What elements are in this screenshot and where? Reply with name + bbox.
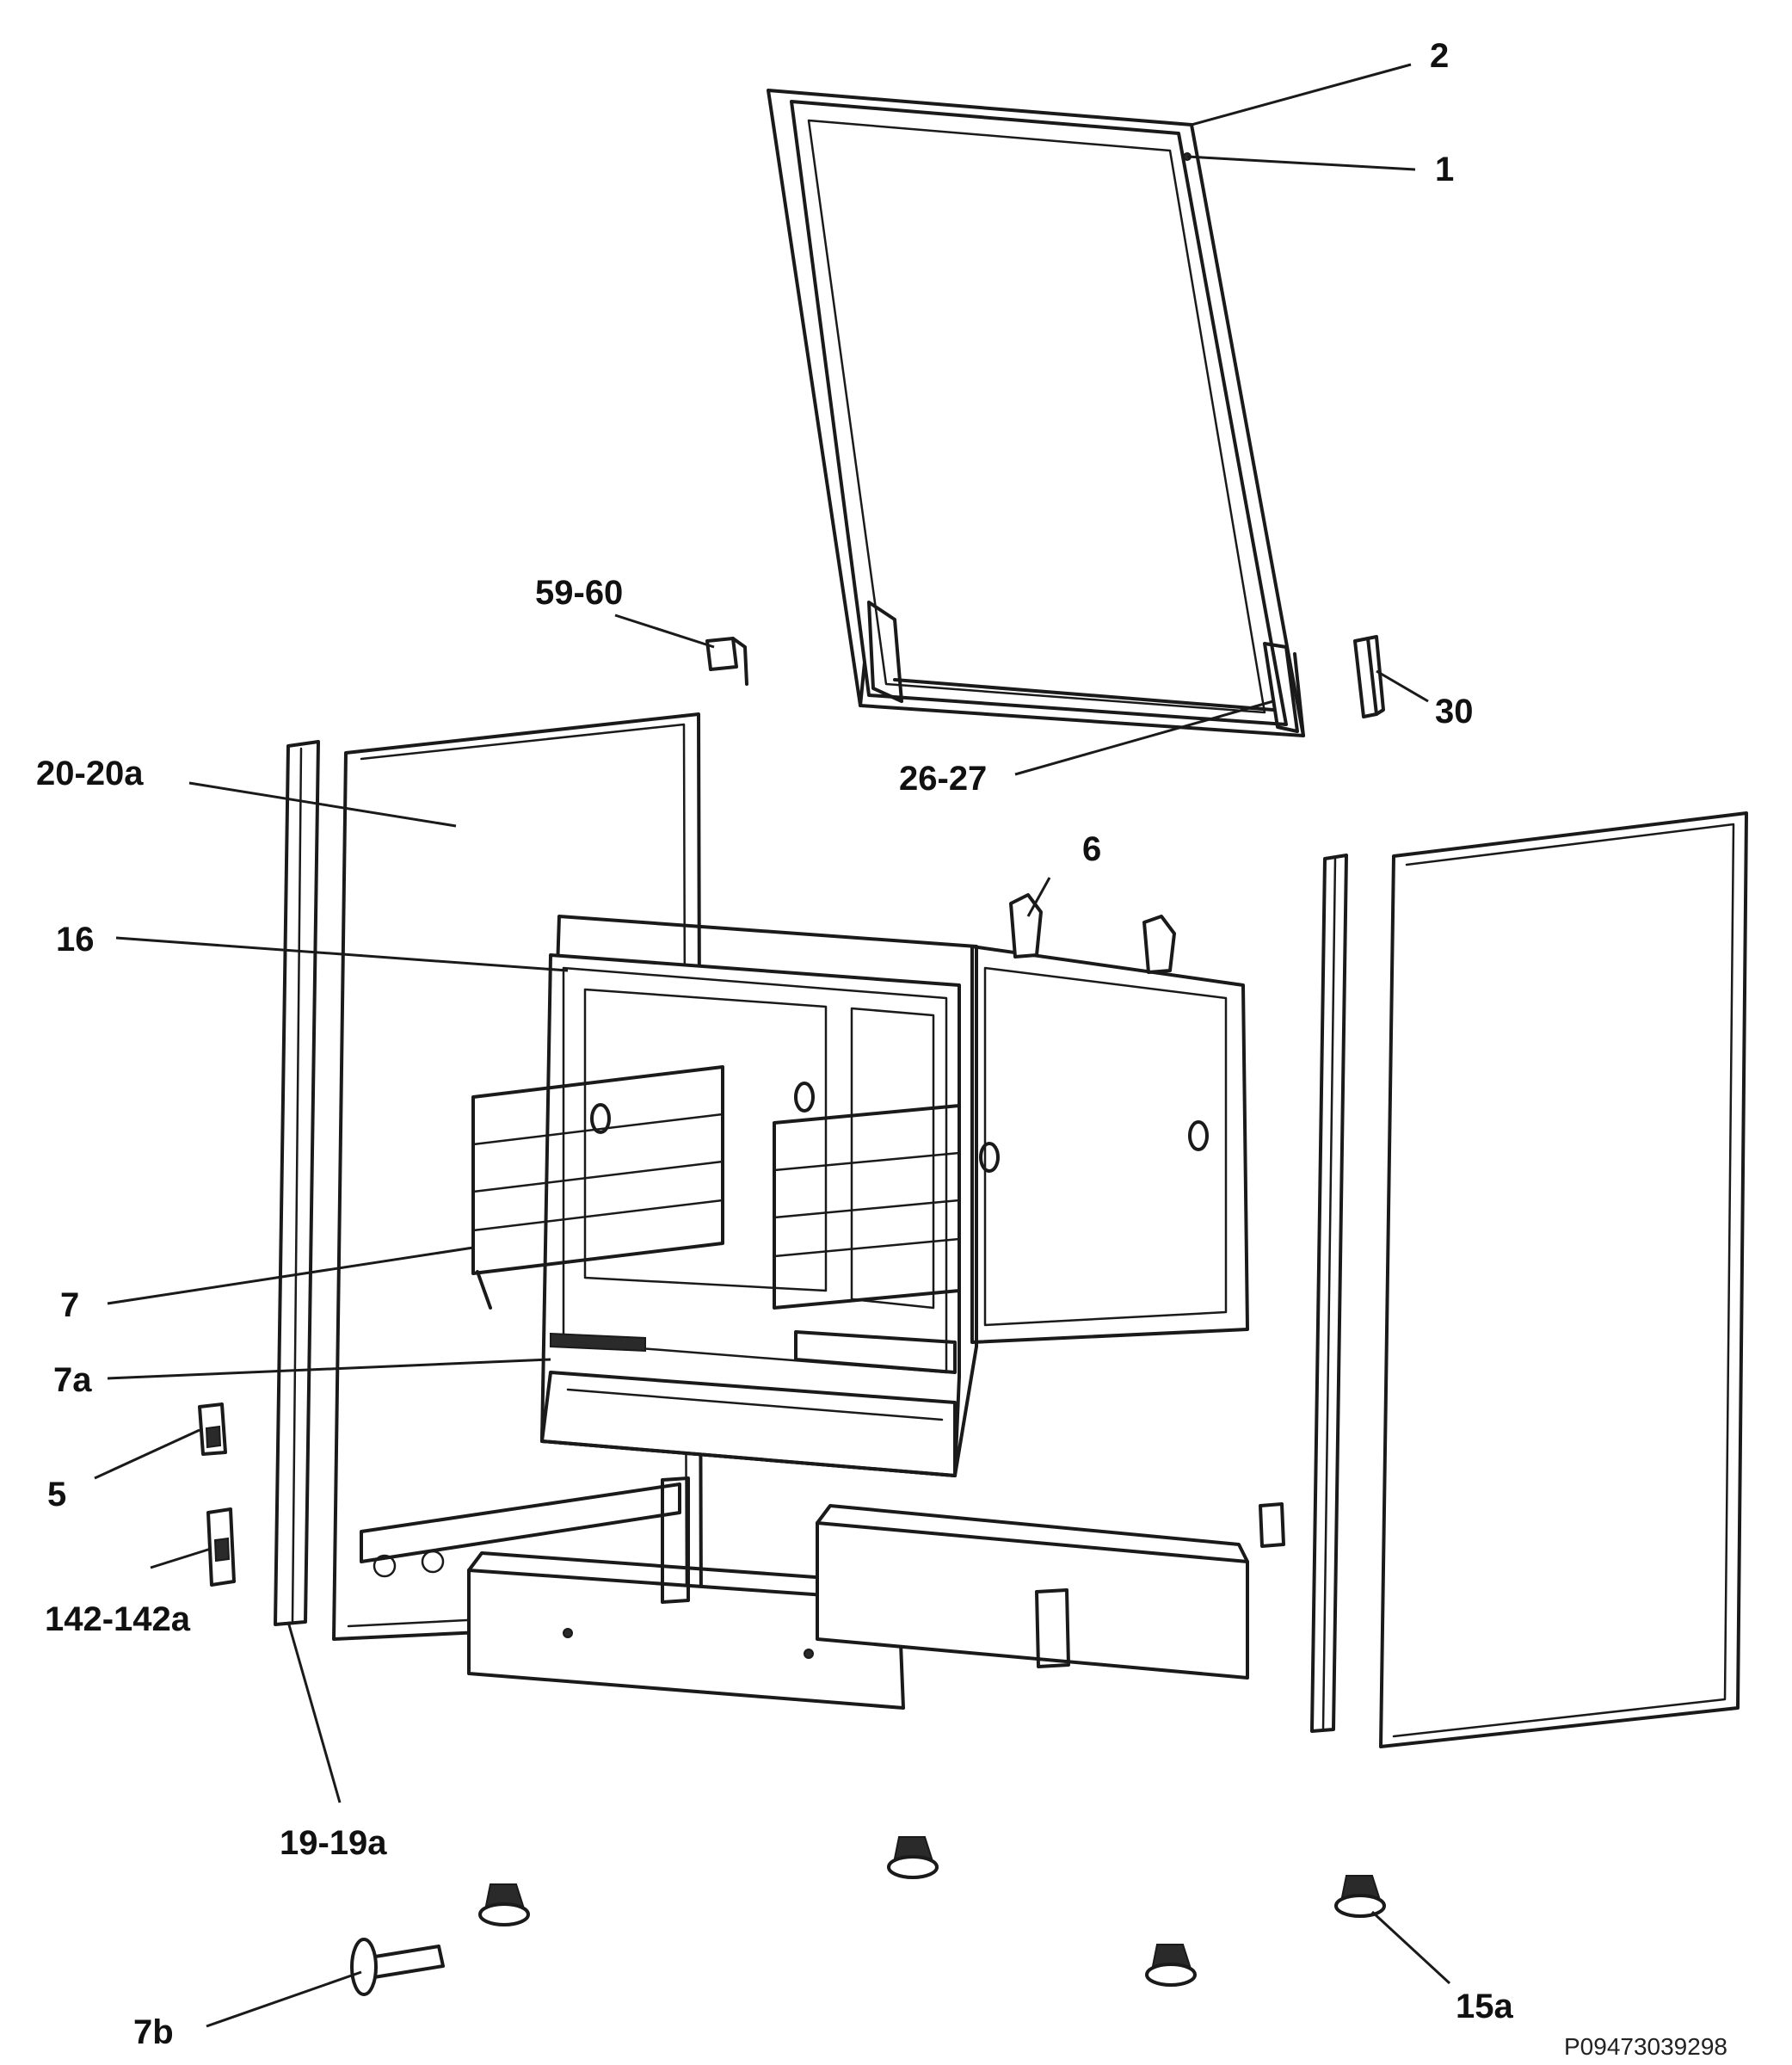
label-15a: 15a	[1456, 1988, 1513, 2025]
small-clip-right	[1259, 1502, 1285, 1548]
label-7b: 7b	[133, 2013, 174, 2051]
label-20-20a: 20-20a	[36, 755, 144, 792]
bracket-part-5	[198, 1402, 227, 1456]
foot-right	[1334, 1875, 1386, 1918]
label-16: 16	[56, 921, 95, 959]
bracket-part-142	[206, 1507, 236, 1587]
label-59-60: 59-60	[535, 574, 623, 612]
drawing-code: P09473039298	[1564, 2033, 1727, 2060]
label-5: 5	[47, 1476, 66, 1513]
clip-part-6	[1009, 893, 1176, 974]
label-142-142a: 142-142a	[45, 1600, 191, 1638]
label-2: 2	[1430, 37, 1449, 75]
label-1: 1	[1435, 151, 1454, 188]
oven-cavity	[540, 915, 1249, 1477]
right-front-strip	[1310, 854, 1348, 1733]
label-19-19a: 19-19a	[280, 1824, 387, 1862]
shaft-part-7b	[350, 1938, 445, 1996]
label-30: 30	[1435, 693, 1474, 730]
clip-part-59-60	[705, 637, 748, 686]
oven-racks	[471, 1065, 961, 1310]
callout-labels: 2 1 59-60 30 20-20a 26-27 6 16 7 7a 5 14…	[36, 37, 1727, 2060]
foot-right-back	[1145, 1944, 1197, 1987]
leader-lines	[94, 63, 1451, 2028]
label-7a: 7a	[53, 1361, 92, 1399]
right-side-panel	[1379, 811, 1748, 1748]
foot-center	[887, 1836, 939, 1879]
left-rear-strip	[274, 740, 320, 1626]
label-7: 7	[60, 1286, 79, 1324]
foot-left	[478, 1883, 530, 1926]
label-26-27: 26-27	[899, 760, 987, 798]
lid-assembly	[767, 89, 1305, 737]
hinge-part-30	[1353, 635, 1385, 718]
plinth-panels	[467, 1476, 1249, 1710]
shelf-7a	[550, 1330, 957, 1374]
label-6: 6	[1082, 830, 1101, 868]
